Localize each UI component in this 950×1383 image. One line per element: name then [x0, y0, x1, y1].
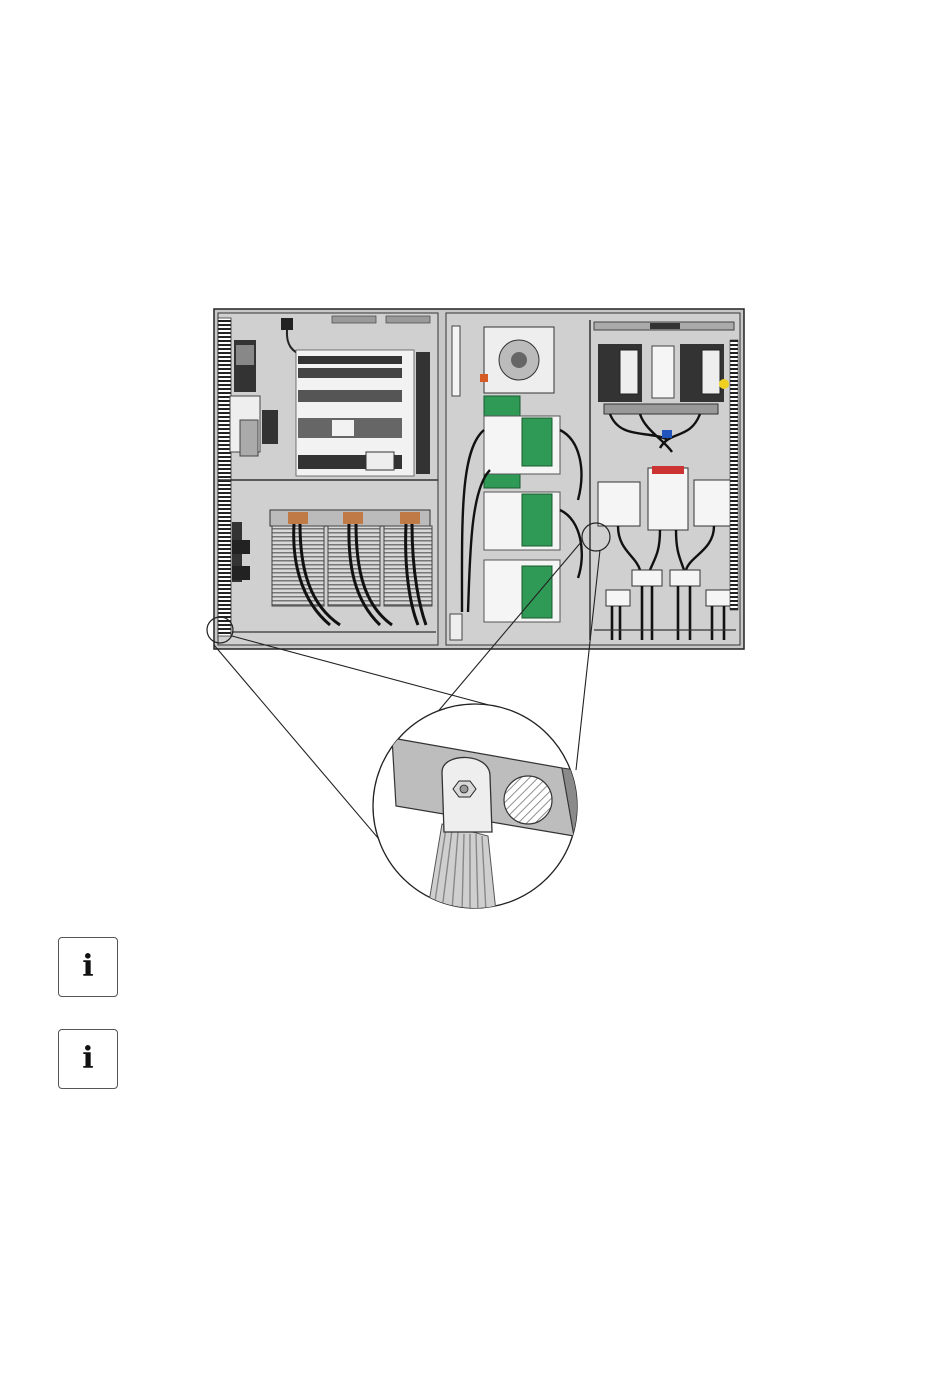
- cabinet: [207, 309, 744, 649]
- magnified-ground-detail: [373, 704, 588, 912]
- info-icon: i: [59, 949, 117, 984]
- info-icon: i: [59, 1041, 117, 1076]
- info-note-2: i: [58, 1029, 118, 1089]
- left-compartment: [218, 313, 438, 645]
- info-note-1: i: [58, 937, 118, 997]
- right-compartment: [446, 313, 740, 645]
